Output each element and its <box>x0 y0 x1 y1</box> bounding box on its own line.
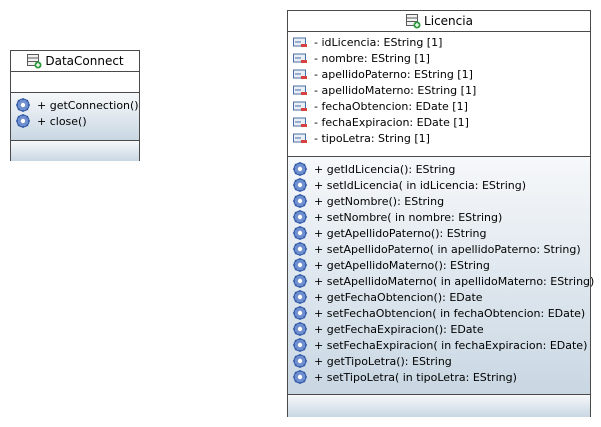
attribute-icon <box>293 37 307 47</box>
operation-label: + getNombre(): EString <box>314 194 445 208</box>
operation-row[interactable]: + getTipoLetra(): EString <box>288 353 590 369</box>
operation-icon <box>293 178 307 192</box>
attribute-row[interactable]: - nombre: EString [1] <box>288 50 590 66</box>
extra-compartment <box>11 141 139 161</box>
operation-row[interactable]: + getApellidoPaterno(): EString <box>288 225 590 241</box>
operation-row[interactable]: + getConnection() <box>11 97 139 113</box>
operation-icon <box>293 290 307 304</box>
operation-icon <box>293 322 307 336</box>
operation-row[interactable]: + getFechaObtencion(): EDate <box>288 289 590 305</box>
attribute-row[interactable]: - apellidoPaterno: EString [1] <box>288 66 590 82</box>
attribute-row[interactable]: - fechaObtencion: EDate [1] <box>288 98 590 114</box>
operation-label: + getConnection() <box>37 98 139 112</box>
operation-row[interactable]: + getFechaExpiracion(): EDate <box>288 321 590 337</box>
attribute-row[interactable]: - apellidoMaterno: EString [1] <box>288 82 590 98</box>
operation-row[interactable]: + close() <box>11 113 139 129</box>
operations-compartment: + getIdLicencia(): EString + setIdLicenci… <box>288 157 594 395</box>
attribute-label: - nombre: EString [1] <box>314 51 430 65</box>
attribute-label: - fechaObtencion: EDate [1] <box>314 99 468 113</box>
operation-row[interactable]: + getApellidoMaterno(): EString <box>288 257 590 273</box>
operation-icon <box>293 194 307 208</box>
operation-label: + setApellidoPaterno( in apellidoPaterno… <box>314 242 581 256</box>
class-icon <box>27 54 42 69</box>
class-icon <box>406 14 421 29</box>
operation-row[interactable]: + setFechaObtencion( in fechaObtencion: … <box>288 305 590 321</box>
operation-icon <box>293 162 307 176</box>
attribute-label: - idLicencia: EString [1] <box>314 35 443 49</box>
attribute-icon <box>293 101 307 111</box>
attribute-label: - apellidoPaterno: EString [1] <box>314 67 473 81</box>
operation-icon <box>293 306 307 320</box>
operation-label: + getFechaObtencion(): EDate <box>314 290 483 304</box>
operation-label: + getTipoLetra(): EString <box>314 354 452 368</box>
class-name: DataConnect <box>45 54 124 68</box>
operation-icon <box>293 370 307 384</box>
operation-row[interactable]: + getNombre(): EString <box>288 193 590 209</box>
operation-label: + getApellidoMaterno(): EString <box>314 258 490 272</box>
class-dataconnect[interactable]: DataConnect + getConnection() + close() <box>10 50 140 161</box>
operation-label: + close() <box>37 114 87 128</box>
operation-icon <box>16 114 30 128</box>
attribute-row[interactable]: - idLicencia: EString [1] <box>288 34 590 50</box>
operation-icon <box>293 354 307 368</box>
attribute-icon <box>293 53 307 63</box>
operation-row[interactable]: + setTipoLetra( in tipoLetra: EString) <box>288 369 590 385</box>
attribute-icon <box>293 117 307 127</box>
attribute-label: - fechaExpiracion: EDate [1] <box>314 115 469 129</box>
attribute-row[interactable]: - tipoLetra: String [1] <box>288 130 590 146</box>
operation-label: + setFechaExpiracion( in fechaExpiracion… <box>314 338 588 352</box>
attribute-label: - apellidoMaterno: EString [1] <box>314 83 477 97</box>
operation-icon <box>293 242 307 256</box>
operation-row[interactable]: + getIdLicencia(): EString <box>288 161 590 177</box>
operation-icon <box>293 338 307 352</box>
attributes-compartment <box>11 72 139 93</box>
operation-row[interactable]: + setNombre( in nombre: EString) <box>288 209 590 225</box>
operation-icon <box>16 98 30 112</box>
operation-label: + getIdLicencia(): EString <box>314 162 456 176</box>
attribute-icon <box>293 69 307 79</box>
operation-icon <box>293 210 307 224</box>
operation-label: + getApellidoPaterno(): EString <box>314 226 487 240</box>
extra-compartment <box>288 395 590 417</box>
attributes-compartment: - idLicencia: EString [1] - nombre: EStri… <box>288 32 590 157</box>
class-header: Licencia <box>288 11 590 32</box>
operation-label: + setApellidoMaterno( in apellidoMaterno… <box>314 274 595 288</box>
attribute-icon <box>293 85 307 95</box>
operation-icon <box>293 226 307 240</box>
operation-row[interactable]: + setIdLicencia( in idLicencia: EString) <box>288 177 590 193</box>
operation-label: + setNombre( in nombre: EString) <box>314 210 503 224</box>
attribute-row[interactable]: - fechaExpiracion: EDate [1] <box>288 114 590 130</box>
operation-row[interactable]: + setApellidoMaterno( in apellidoMaterno… <box>288 273 594 289</box>
operation-label: + setFechaObtencion( in fechaObtencion: … <box>314 306 586 320</box>
attribute-label: - tipoLetra: String [1] <box>314 131 430 145</box>
operation-row[interactable]: + setFechaExpiracion( in fechaExpiracion… <box>288 337 590 353</box>
operation-icon <box>293 258 307 272</box>
attribute-icon <box>293 133 307 143</box>
operation-icon <box>293 274 307 288</box>
operations-compartment: + getConnection() + close() <box>11 93 139 141</box>
operation-label: + setIdLicencia( in idLicencia: EString) <box>314 178 527 192</box>
class-header: DataConnect <box>11 51 139 72</box>
class-name: Licencia <box>424 14 473 28</box>
operation-label: + getFechaExpiracion(): EDate <box>314 322 484 336</box>
operation-row[interactable]: + setApellidoPaterno( in apellidoPaterno… <box>288 241 590 257</box>
class-licencia[interactable]: Licencia - idLicencia: EString [1] - nomb… <box>287 10 594 417</box>
operation-label: + setTipoLetra( in tipoLetra: EString) <box>314 370 517 384</box>
